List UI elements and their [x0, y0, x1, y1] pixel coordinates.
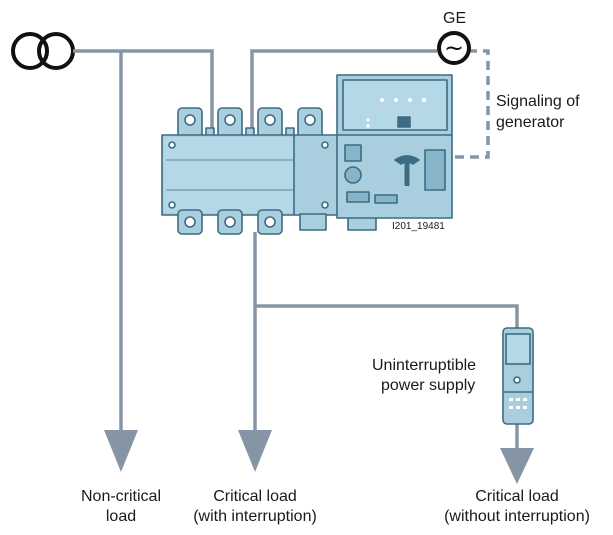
generator-symbol: ~ [437, 31, 471, 65]
load-critical-ups-line1: Critical load [475, 488, 559, 505]
arrow-critical-ups [500, 448, 534, 484]
transformer-symbol [11, 32, 75, 70]
load-critical-line2: (with interruption) [193, 508, 317, 525]
device-id-label: I201_19481 [392, 221, 445, 232]
arrow-noncritical [104, 430, 138, 472]
ups-device [502, 327, 534, 425]
load-label-critical-ups: Critical load (without interruption) [427, 487, 607, 527]
load-critical-line1: Critical load [213, 488, 297, 505]
rotary-handle [394, 155, 420, 165]
signaling-dashed-line [452, 49, 490, 159]
arrow-critical [238, 430, 272, 472]
ups-label-line1: Uninterruptible [372, 357, 477, 374]
transfer-switch-device [161, 74, 453, 235]
load-label-noncritical: Non-critical load [56, 487, 186, 527]
generator-tilde: ~ [444, 34, 464, 62]
load-critical-ups-line2: (without interruption) [444, 508, 590, 525]
status-leds [366, 98, 426, 128]
load-noncritical-line2: load [105, 508, 137, 525]
signaling-label-line2: generator [496, 114, 565, 131]
signaling-label-line1: Signaling of [496, 93, 580, 110]
top-terminals [177, 107, 323, 141]
load-arrows [104, 430, 534, 484]
ups-label-line2: power supply [381, 377, 476, 394]
generator-label: GE [443, 10, 467, 27]
load-label-critical: Critical load (with interruption) [188, 487, 322, 527]
supply-lines [73, 49, 519, 450]
load-noncritical-line1: Non-critical [80, 488, 161, 505]
